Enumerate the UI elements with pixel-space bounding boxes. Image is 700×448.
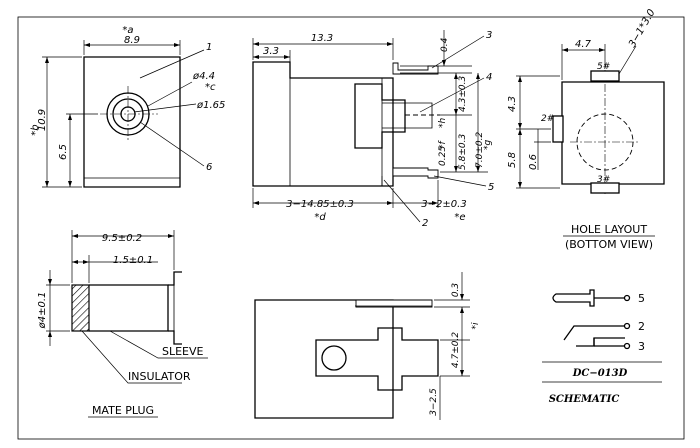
schematic-plug-symbol xyxy=(552,289,595,307)
front-height-dim: 10.9 xyxy=(37,109,48,131)
side-ref-g: *g xyxy=(483,140,493,151)
side-callout-2: 2 xyxy=(422,218,428,229)
mate-plug-view: 9.5±0.2 1.5±0.1 ø4±0.1 SLEEVE INSULATOR … xyxy=(37,230,208,418)
hole-top-dim: 4.7 xyxy=(575,39,592,50)
side-overall-length: 13.3 xyxy=(311,33,333,44)
bottom-top-dim: 0.3 xyxy=(451,283,461,298)
side-ref-e: *e xyxy=(454,212,465,223)
hole-pad-2-label: 2# xyxy=(541,114,554,124)
side-view: 13.3 3.3 0.4 4.3±0.3 *h 5.8±0.3 *f 0.25 … xyxy=(252,30,494,229)
side-center-pin xyxy=(382,102,433,129)
front-pin-dia: ø1.65 xyxy=(196,100,225,111)
schematic-wire-3 xyxy=(576,337,625,347)
schematic-wire-2 xyxy=(563,325,625,341)
schematic-view: 5 2 3 DC−013D SCHEMATIC xyxy=(542,289,662,405)
bottom-right-dim: 4.7±0.2 xyxy=(451,332,461,368)
bottom-lower-dim: 3−2.5 xyxy=(429,388,439,416)
schematic-pin-5: 5 xyxy=(638,292,645,305)
plug-body-bottom xyxy=(168,330,182,345)
bottom-ref-i: *i xyxy=(471,322,481,330)
plug-insulator-length: 1.5±0.1 xyxy=(113,255,153,266)
side-pin-spacing: 3−2±0.3 xyxy=(421,199,466,210)
side-bottom-pin xyxy=(392,167,439,179)
schematic-part-number: DC−013D xyxy=(572,368,628,379)
side-terminal-block xyxy=(354,83,406,149)
sheet-border xyxy=(17,16,685,440)
bottom-center-hole xyxy=(321,345,347,371)
hole-left-dim-1: 4.3 xyxy=(507,96,518,112)
front-callout-6: 6 xyxy=(206,162,212,173)
side-lower-dim: 5.8±0.3 xyxy=(458,134,468,170)
front-view: *a 8.9 *b 10.9 6.5 ø4.4 *c ø1.65 1 6 xyxy=(30,25,225,188)
insulator-label: INSULATOR xyxy=(128,370,191,383)
front-ref-a: *a xyxy=(122,25,133,36)
hole-layout-view: 5# 2# 3# 4.7 3−1*3.0 4.3 5.8 0.6 HOLE LA… xyxy=(507,8,665,251)
insulator-leader xyxy=(81,330,182,384)
front-ref-b: *b xyxy=(30,124,41,135)
front-housing-outline xyxy=(83,56,181,188)
side-top-pin xyxy=(392,62,439,75)
side-pin-thickness: 0.4 xyxy=(440,37,450,52)
side-pin-offset: 0.25 xyxy=(438,146,448,166)
plug-insulator xyxy=(71,284,90,332)
hole-pad-3-label: 3# xyxy=(597,175,610,185)
bottom-top-pin xyxy=(355,299,433,308)
hole-left-dim-2: 5.8 xyxy=(507,152,518,168)
hole-layout-title: HOLE LAYOUT xyxy=(571,223,647,236)
plug-body-top xyxy=(168,271,182,286)
schematic-title: SCHEMATIC xyxy=(549,394,620,405)
mate-plug-title: MATE PLUG xyxy=(92,404,154,417)
hole-layout-subtitle: (BOTTOM VIEW) xyxy=(565,238,653,251)
front-outer-dia: ø4.4 xyxy=(192,71,215,82)
hole-pad-5-label: 5# xyxy=(597,62,610,72)
plug-sleeve xyxy=(89,284,169,332)
side-body-outline xyxy=(252,61,394,187)
bottom-view: 0.3 4.7±0.2 *i 3−2.5 xyxy=(254,272,481,420)
plug-diameter: ø4±0.1 xyxy=(37,292,48,330)
side-bottom-length: 3−14.85±0.3 xyxy=(286,199,354,210)
sleeve-leader xyxy=(109,330,208,359)
hole-layout-outline xyxy=(561,81,665,185)
bottom-terminal-block xyxy=(315,327,439,391)
side-center-to-top: 4.3±0.3 xyxy=(458,76,468,112)
sleeve-label: SLEEVE xyxy=(162,345,204,358)
hole-left-dim-3: 0.6 xyxy=(528,154,539,170)
plug-total-length: 9.5±0.2 xyxy=(102,233,142,244)
front-callout-1: 1 xyxy=(206,42,212,53)
side-callout-3: 3 xyxy=(486,30,492,41)
side-callout-4: 4 xyxy=(486,72,492,83)
bottom-body-outline xyxy=(254,299,394,419)
side-right-dim: 7.0±0.2 xyxy=(475,132,485,168)
schematic-pin-2: 2 xyxy=(638,320,645,333)
hole-pad-2 xyxy=(552,115,564,143)
side-ref-d: *d xyxy=(314,212,326,223)
hole-pad-5 xyxy=(590,70,620,82)
front-center-height-dim: 6.5 xyxy=(58,144,69,160)
side-callout-5: 5 xyxy=(488,182,494,193)
schematic-pin-3: 3 xyxy=(638,340,645,353)
hole-spec: 3−1*3.0 xyxy=(627,8,658,50)
hole-pad-3 xyxy=(590,182,620,194)
side-ref-h: *h xyxy=(438,118,448,129)
front-width-dim: 8.9 xyxy=(124,35,140,46)
side-nose-length: 3.3 xyxy=(263,46,279,57)
front-outer-dia-ref: *c xyxy=(205,82,216,93)
side-ref-f: *f xyxy=(438,140,448,150)
